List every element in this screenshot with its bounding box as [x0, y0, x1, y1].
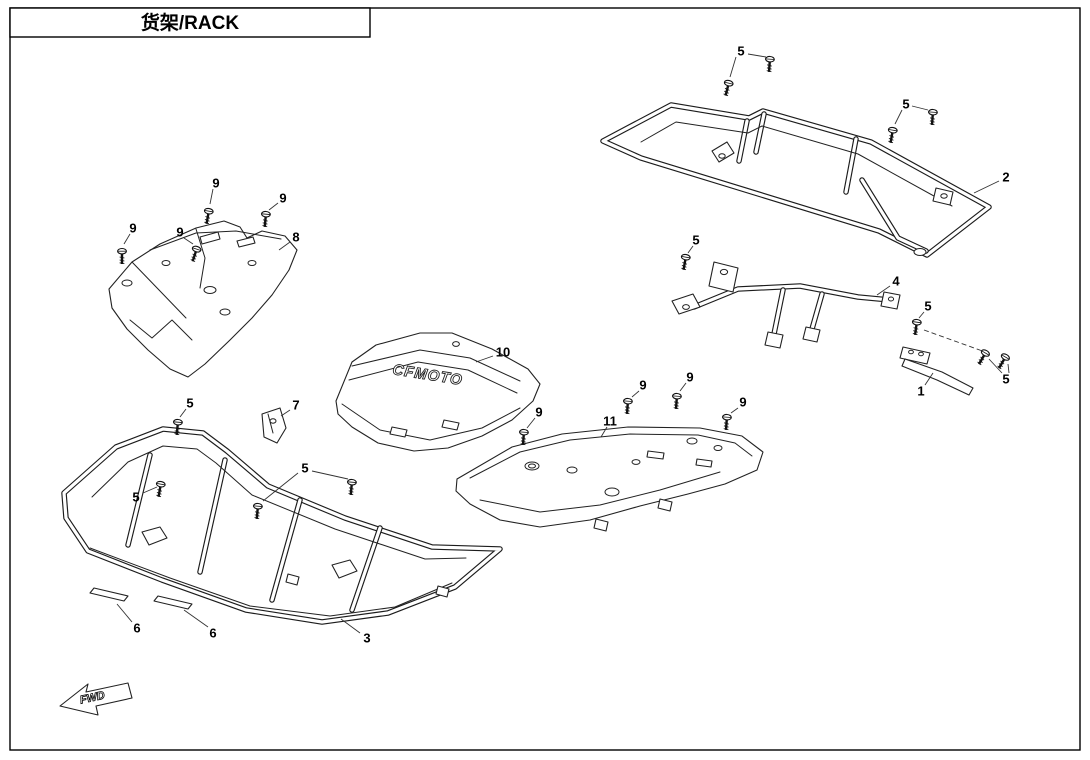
callout-leader-line — [280, 409, 291, 417]
bolt-icon — [201, 206, 215, 226]
page-frame: 货架/RACK — [9, 7, 1081, 751]
callout-leader-line — [747, 53, 767, 58]
callout-leader-line — [142, 486, 158, 494]
callout-leader-line — [340, 618, 361, 634]
bolt-icon — [720, 78, 735, 98]
callout-25-label-11: 11 — [603, 414, 617, 429]
callout-1-label-5: 5 — [902, 97, 909, 112]
callout-leader-line — [1007, 363, 1010, 374]
callout-2-label-2: 2 — [1002, 170, 1009, 185]
callout-8-label-9: 9 — [212, 176, 219, 191]
callout-leader-line — [918, 311, 925, 319]
bolt-icon — [909, 317, 923, 337]
callout-leader-line — [209, 188, 214, 205]
callout-10-label-9: 9 — [129, 221, 136, 236]
part-8-front-panel — [108, 220, 298, 378]
part-8-outline — [108, 220, 298, 378]
bolt-icon — [763, 54, 776, 74]
callout-leader-line — [123, 233, 131, 245]
callout-leader-line — [924, 372, 934, 386]
title-box — [9, 7, 371, 38]
assembly-dashed-line — [923, 329, 989, 354]
callout-3-label-5: 5 — [692, 233, 699, 248]
bolt-icon — [153, 479, 167, 499]
callout-15-label-5: 5 — [186, 396, 193, 411]
callout-leader-line — [911, 105, 929, 111]
part-2-frame-outline — [600, 102, 992, 258]
page-title: 货架/RACK — [141, 11, 239, 34]
callout-leader-line — [729, 56, 737, 78]
callout-leader-line — [475, 355, 494, 363]
part-4-support-frame — [671, 261, 901, 349]
callout-16-label-5: 5 — [132, 490, 139, 505]
part-1-bracket — [899, 329, 989, 396]
part-11-outline — [455, 426, 764, 528]
callout-leader-line — [278, 241, 291, 251]
callout-leader-line — [730, 407, 739, 414]
callout-layer: 5 5 2 5 4 5 5 1 9 9 9 9 8 10 7 5 5 5 3 6 6 9 9 9 9 11 — [116, 44, 1010, 646]
callout-18-label-3: 3 — [363, 631, 370, 646]
bolt-icon — [720, 412, 733, 432]
callout-leader-line — [179, 408, 187, 418]
callout-21-label-9: 9 — [535, 405, 542, 420]
callout-leader-line — [631, 390, 640, 398]
callout-leader-line — [311, 470, 349, 480]
bolt-icon — [670, 391, 683, 411]
callout-leader-line — [262, 472, 299, 502]
bolt-icon — [926, 107, 939, 127]
part-6-strip-a — [89, 587, 129, 602]
callout-leader-line — [973, 180, 1000, 194]
callout-5-label-5: 5 — [924, 299, 931, 314]
callout-leader-line — [526, 417, 536, 429]
bolt-icon — [116, 247, 128, 266]
part-3-front-rack — [61, 426, 503, 625]
bolt-icon — [885, 125, 899, 145]
bolt-icon — [251, 501, 264, 521]
bolt-icon — [345, 477, 358, 497]
callout-12-label-8: 8 — [292, 230, 299, 245]
callout-22-label-9: 9 — [639, 378, 646, 393]
callout-leader-line — [988, 358, 1003, 374]
callout-23-label-9: 9 — [686, 370, 693, 385]
part-6-strip-b — [153, 595, 193, 610]
bolt-icon — [678, 252, 692, 272]
part-3-frame-outline — [61, 426, 503, 625]
callout-11-label-9: 9 — [176, 225, 183, 240]
callout-19-label-6: 6 — [133, 621, 140, 636]
callout-13-label-10: 10 — [496, 345, 510, 360]
callout-7-label-1: 1 — [917, 384, 924, 399]
part-11-rear-panel — [455, 426, 764, 532]
callout-6-label-5: 5 — [1002, 372, 1009, 387]
callout-0-label-5: 5 — [737, 44, 744, 59]
part-10-outline — [335, 332, 541, 452]
callout-leader-line — [116, 603, 133, 623]
bolt-icon — [621, 396, 634, 416]
bolt-icon — [973, 347, 992, 368]
part-6-strips — [89, 587, 193, 610]
part-2-rear-rack — [600, 102, 992, 258]
callout-20-label-6: 6 — [209, 626, 216, 641]
callout-leader-line — [687, 245, 694, 254]
callout-leader-line — [183, 609, 209, 628]
bolt-icon — [259, 209, 272, 229]
callout-leader-line — [894, 109, 903, 125]
callout-4-label-4: 4 — [892, 274, 900, 289]
callout-17-label-5: 5 — [301, 461, 308, 476]
fwd-arrow: FWD — [59, 682, 133, 716]
callout-leader-line — [183, 237, 194, 245]
callout-leader-line — [600, 426, 608, 438]
callout-leader-line — [876, 285, 891, 296]
fwd-label: FWD — [79, 690, 106, 707]
callout-leader-line — [679, 382, 687, 392]
part-10-center-cover: CFMOTO — [335, 332, 541, 452]
part-7-bracket — [261, 407, 287, 444]
callout-leader-line — [268, 202, 279, 211]
callout-14-label-7: 7 — [292, 398, 299, 413]
fwd-arrow-shape — [59, 682, 133, 716]
callout-24-label-9: 9 — [739, 395, 746, 410]
page-border — [9, 7, 1081, 751]
callout-9-label-9: 9 — [279, 191, 286, 206]
